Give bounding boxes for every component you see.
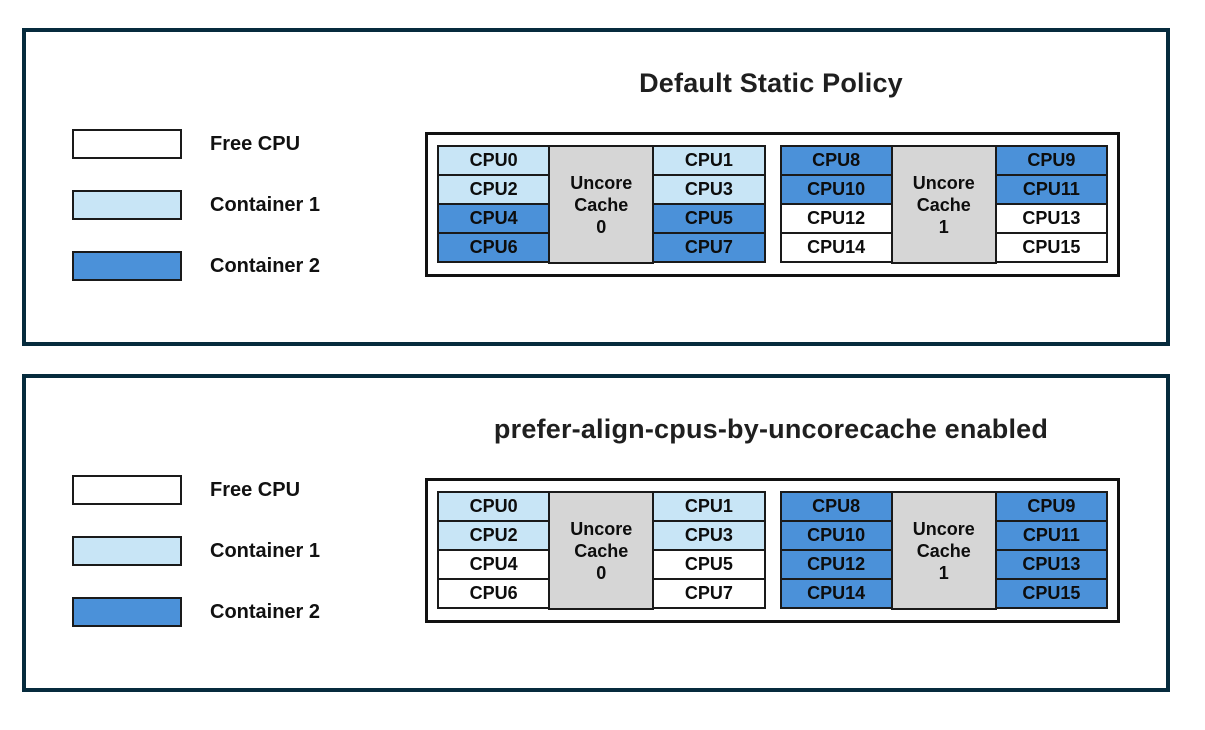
cpu-cell-cpu15: CPU15 <box>994 232 1108 263</box>
cpu-cell-cpu9: CPU9 <box>994 145 1108 176</box>
cpu-cell-cpu14: CPU14 <box>779 578 893 609</box>
cpu-cell-cpu1: CPU1 <box>652 145 766 176</box>
cpu-cell-cpu15: CPU15 <box>994 578 1108 609</box>
cpu-cell-cpu4: CPU4 <box>437 203 551 234</box>
legend-item-container2: Container 2 <box>72 251 320 281</box>
legend: Free CPU Container 1 Container 2 <box>72 129 320 312</box>
panel-title: prefer-align-cpus-by-uncorecache enabled <box>493 414 1049 444</box>
cpu-cell-cpu2: CPU2 <box>437 174 551 205</box>
legend-swatch-free <box>72 475 182 505</box>
legend-item-container2: Container 2 <box>72 597 320 627</box>
legend-label: Container 2 <box>210 254 321 277</box>
cpu-cell-cpu5: CPU5 <box>652 549 766 580</box>
cpu-cell-cpu10: CPU10 <box>779 174 893 205</box>
cpu-cell-cpu8: CPU8 <box>779 145 893 176</box>
cpu-cell-cpu4: CPU4 <box>437 549 551 580</box>
legend-swatch-container1 <box>72 190 182 220</box>
cpu-cell-cpu11: CPU11 <box>994 174 1108 205</box>
legend-item-free: Free CPU <box>72 475 320 505</box>
legend-label: Container 2 <box>210 600 321 623</box>
uncore-cache-0-label: Uncore Cache 0 <box>548 145 655 264</box>
legend-label: Container 1 <box>210 539 321 562</box>
legend-swatch-container1 <box>72 536 182 566</box>
cpu-cell-cpu14: CPU14 <box>779 232 893 263</box>
legend-swatch-container2 <box>72 251 182 281</box>
cpu-cell-cpu11: CPU11 <box>994 520 1108 551</box>
cpu-cell-cpu3: CPU3 <box>652 174 766 205</box>
cpu-cell-cpu0: CPU0 <box>437 491 551 522</box>
uncore-cache-1-label: Uncore Cache 1 <box>890 491 997 610</box>
cpu-cell-cpu10: CPU10 <box>779 520 893 551</box>
uncore-cache-0-label: Uncore Cache 0 <box>548 491 655 610</box>
panel-uncorecache-enabled: prefer-align-cpus-by-uncorecache enabled… <box>22 374 1170 692</box>
cpu-cell-cpu12: CPU12 <box>779 203 893 234</box>
legend-swatch-container2 <box>72 597 182 627</box>
cpu-cell-cpu13: CPU13 <box>994 203 1108 234</box>
legend-label: Container 1 <box>210 193 321 216</box>
cpu-cell-cpu13: CPU13 <box>994 549 1108 580</box>
cpu-cell-cpu5: CPU5 <box>652 203 766 234</box>
legend-item-container1: Container 1 <box>72 536 320 566</box>
cpu-cell-cpu7: CPU7 <box>652 578 766 609</box>
uncore-cache-1-label: Uncore Cache 1 <box>890 145 997 264</box>
legend: Free CPU Container 1 Container 2 <box>72 475 320 658</box>
legend-label: Free CPU <box>210 478 301 501</box>
panel-title: Default Static Policy <box>639 68 903 98</box>
cpu-cell-cpu12: CPU12 <box>779 549 893 580</box>
legend-item-free: Free CPU <box>72 129 320 159</box>
cpu-cell-cpu0: CPU0 <box>437 145 551 176</box>
cpu-cell-cpu6: CPU6 <box>437 578 551 609</box>
cpu-cell-cpu9: CPU9 <box>994 491 1108 522</box>
cpu-cell-cpu1: CPU1 <box>652 491 766 522</box>
legend-item-container1: Container 1 <box>72 190 320 220</box>
cpu-cell-cpu7: CPU7 <box>652 232 766 263</box>
cpu-cell-cpu3: CPU3 <box>652 520 766 551</box>
cpu-cell-cpu8: CPU8 <box>779 491 893 522</box>
cpu-cell-cpu6: CPU6 <box>437 232 551 263</box>
cpu-cell-cpu2: CPU2 <box>437 520 551 551</box>
panel-default-static-policy: Default Static Policy Free CPU Container … <box>22 28 1170 346</box>
legend-swatch-free <box>72 129 182 159</box>
legend-label: Free CPU <box>210 132 301 155</box>
